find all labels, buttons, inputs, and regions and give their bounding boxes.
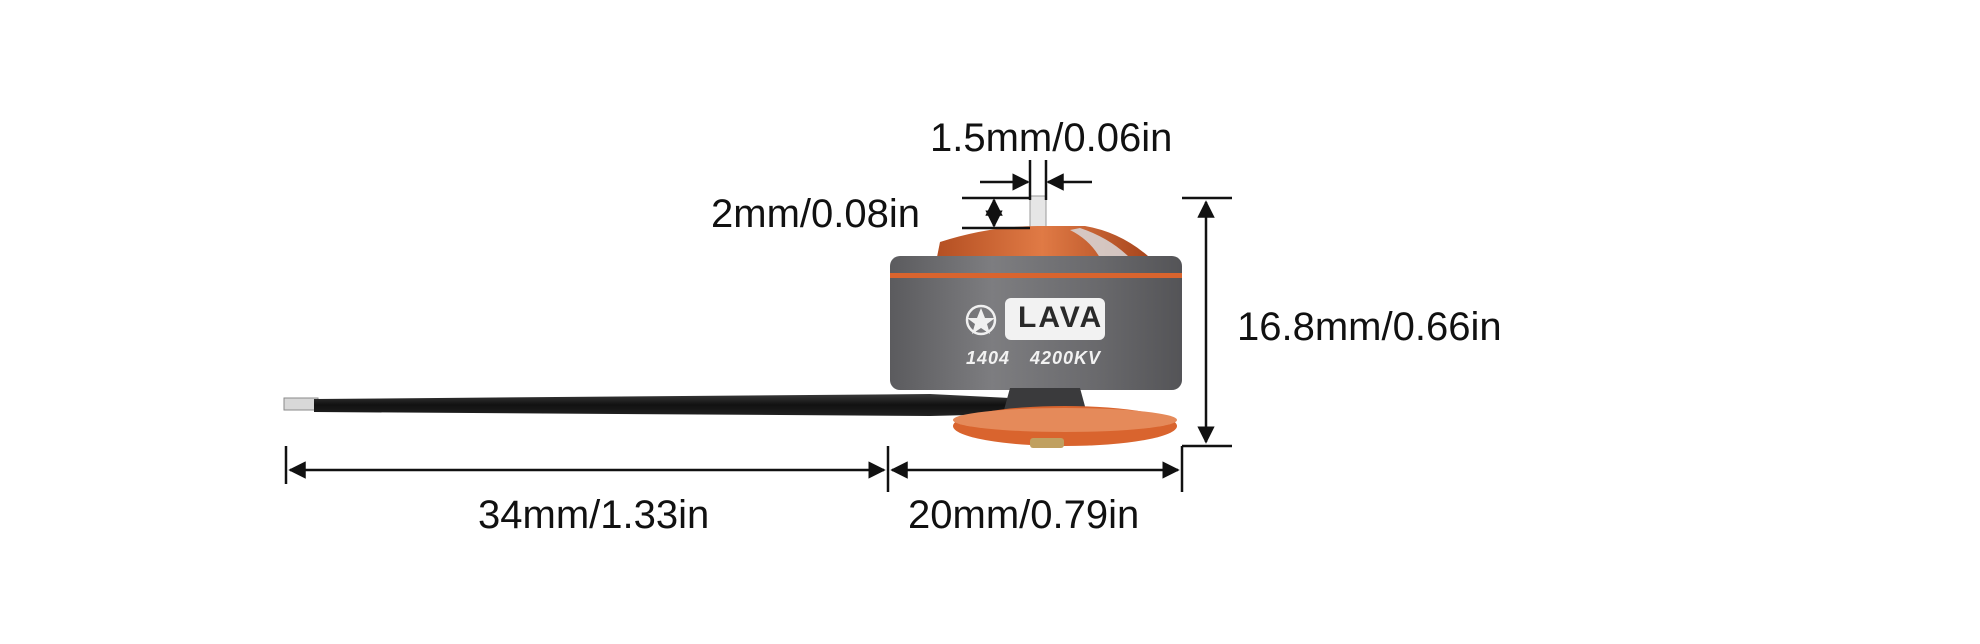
- motor-height-label: 16.8mm/0.66in: [1237, 305, 1502, 349]
- motor-width-label: 20mm/0.79in: [908, 493, 1140, 537]
- motor-body-group: [890, 195, 1182, 448]
- width-dimension: [890, 446, 1184, 492]
- brand-badge: [1005, 298, 1105, 340]
- orange-band: [890, 273, 1182, 278]
- bell-highlight: [1070, 228, 1130, 258]
- mount-screw: [1030, 438, 1064, 448]
- shaft-length-label: 2mm/0.08in: [711, 192, 920, 236]
- lead-length-dimension: [284, 446, 890, 492]
- shaft-diameter-dimension: [980, 160, 1092, 200]
- star-emblem-icon: [965, 304, 997, 336]
- motor-brand-text: LAVA: [1018, 301, 1104, 334]
- motor-model-text: 1404: [966, 348, 1011, 368]
- motor-kv-text: 4200KV: [1030, 348, 1102, 368]
- wire-tip: [283, 397, 319, 411]
- wire-cable: [314, 394, 1010, 416]
- lead-wire: [283, 394, 1010, 416]
- motor-mount-plate-shade: [953, 408, 1177, 432]
- shaft-diameter-label: 1.5mm/0.06in: [930, 116, 1173, 160]
- height-dimension: [1182, 196, 1232, 448]
- motor-base: [1004, 388, 1086, 410]
- shaft-length-dimension: [962, 196, 1030, 230]
- lead-length-label: 34mm/1.33in: [478, 493, 710, 537]
